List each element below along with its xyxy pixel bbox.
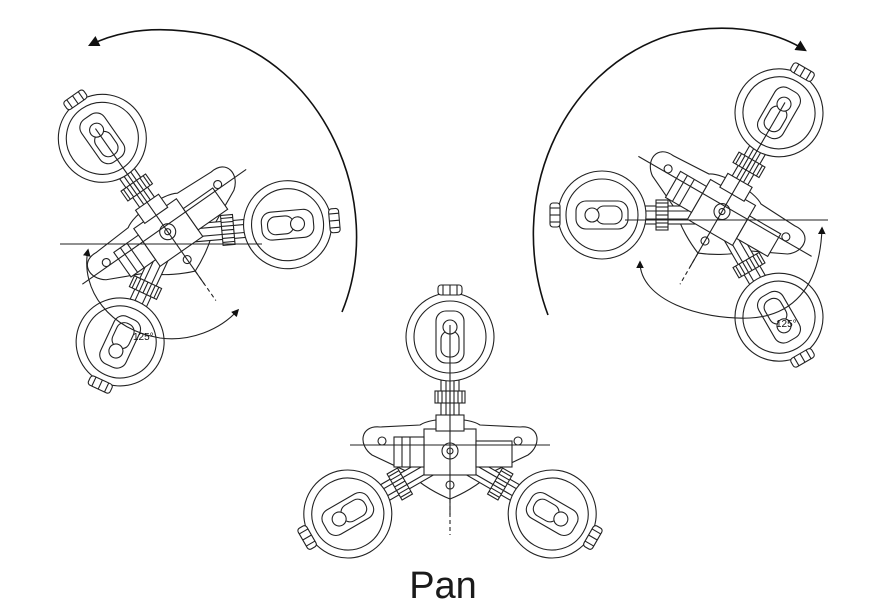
right-mount-view bbox=[512, 0, 886, 406]
left-angle-label: 125° bbox=[133, 332, 154, 343]
right-angle-indicator: 125° bbox=[625, 219, 828, 330]
left-mount-view bbox=[0, 0, 379, 433]
left-rotation-arrow bbox=[87, 29, 358, 313]
figure-caption: Pan bbox=[409, 565, 477, 607]
left-angle-indicator: 125° bbox=[60, 243, 262, 343]
right-angle-label: 125° bbox=[776, 319, 797, 330]
right-rotation-arrow bbox=[532, 27, 807, 316]
center-mount-view bbox=[281, 285, 619, 578]
